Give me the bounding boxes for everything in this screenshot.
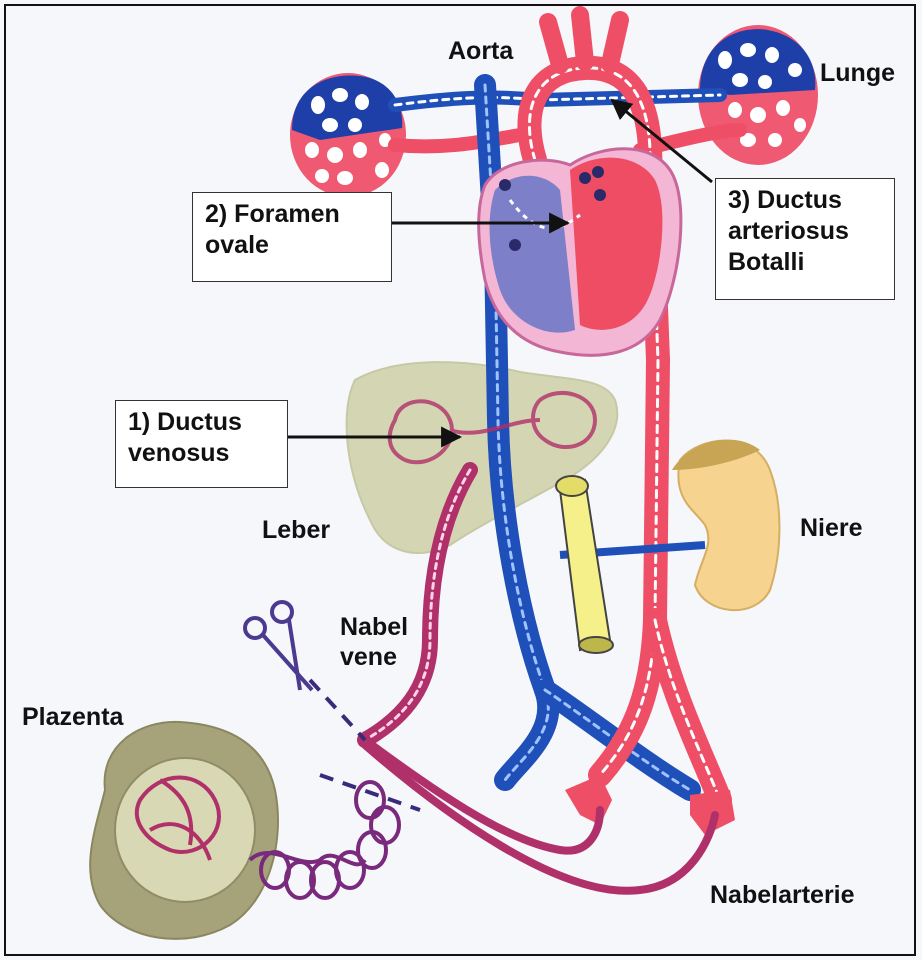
heart [479, 149, 681, 356]
label-nabelvene-line2: vene [340, 642, 408, 672]
intestine [556, 476, 613, 653]
label-nabelvene: Nabel vene [340, 612, 408, 672]
callout-ductus-venosus-line1: 1) Ductus [128, 407, 275, 438]
callout-ductus-arteriosus-line1: 3) Ductus [728, 185, 882, 216]
callout-ductus-arteriosus-line3: Botalli [728, 247, 882, 278]
callout-foramen-ovale-line1: 2) Foramen [205, 199, 379, 230]
label-lunge: Lunge [820, 58, 895, 88]
label-nabelarterie: Nabelarterie [710, 880, 855, 910]
label-nabelvene-line1: Nabel [340, 612, 408, 642]
callout-ductus-arteriosus-line2: arteriosus [728, 216, 882, 247]
label-leber: Leber [262, 515, 330, 545]
label-plazenta: Plazenta [22, 702, 123, 732]
lung-left [290, 73, 406, 197]
callout-foramen-ovale-line2: ovale [205, 230, 379, 261]
callout-ductus-venosus-line2: venosus [128, 438, 275, 469]
callout-ductus-venosus: 1) Ductus venosus [115, 400, 288, 488]
label-niere: Niere [800, 513, 863, 543]
label-aorta: Aorta [448, 36, 513, 66]
pulmonary-vessels [395, 95, 740, 150]
callout-ductus-arteriosus: 3) Ductus arteriosus Botalli [715, 178, 895, 300]
scissors-icon [245, 602, 312, 690]
callout-foramen-ovale: 2) Foramen ovale [192, 192, 392, 282]
